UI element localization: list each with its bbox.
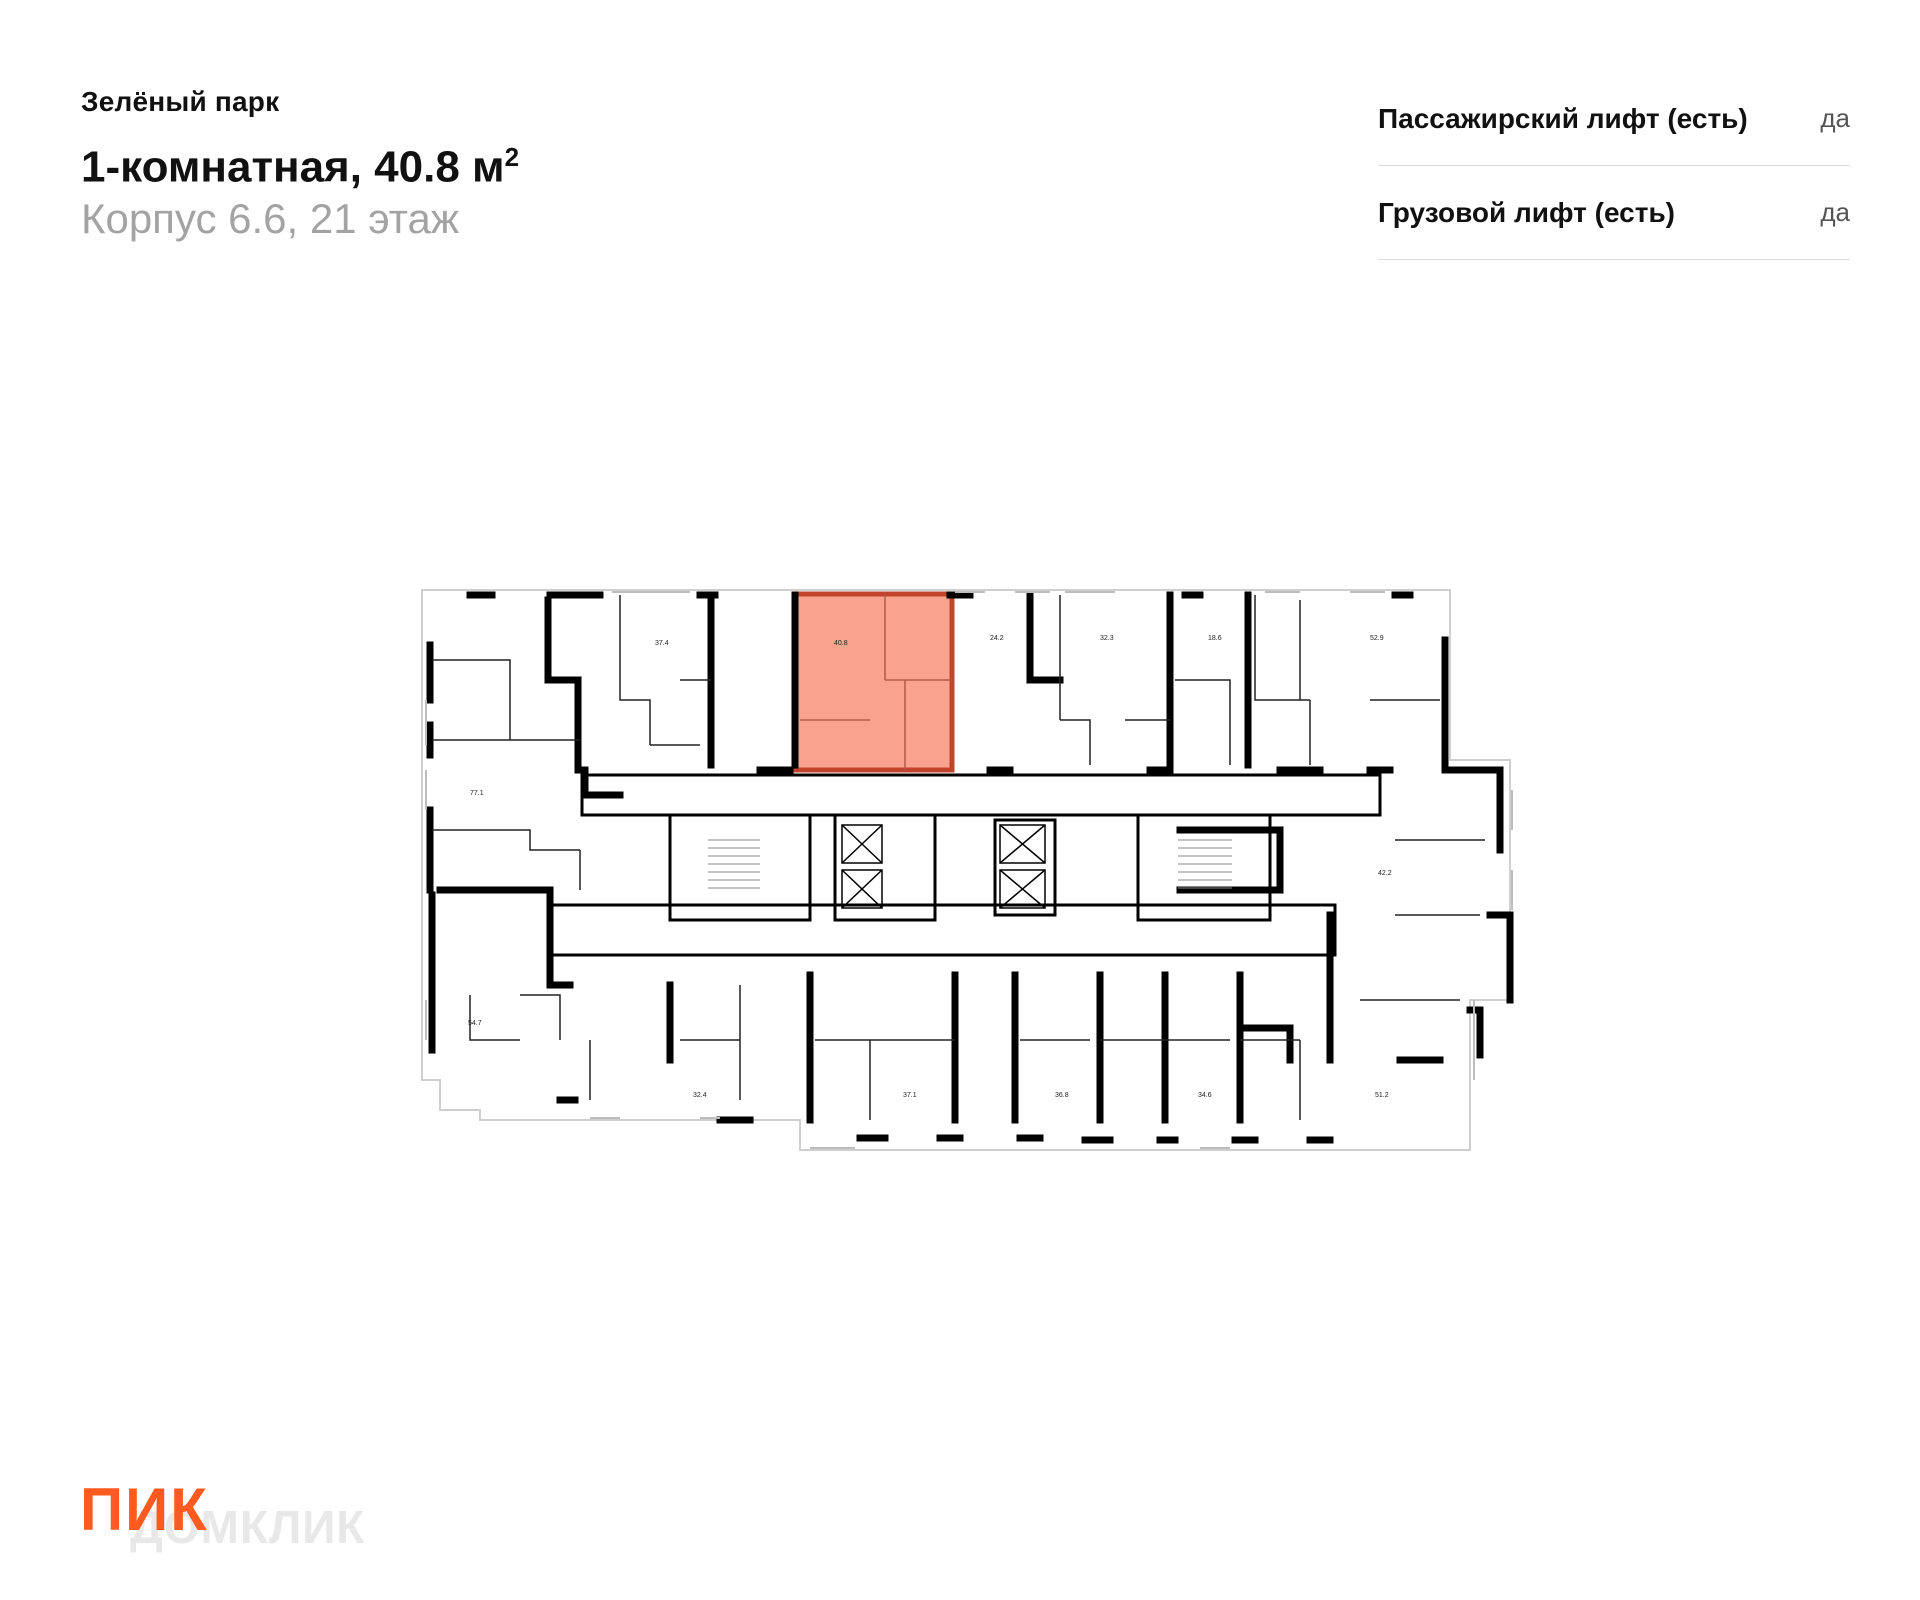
plan-core (548, 773, 1382, 957)
room-label: 42.2 (1378, 870, 1392, 877)
building-outline (421, 589, 1511, 1151)
room-label: 32.4 (693, 1092, 707, 1099)
room-label: 40.8 (834, 640, 848, 647)
area-unit-superscript: 2 (504, 142, 520, 172)
specs-list: Пассажирский лифт (есть) да Грузовой лиф… (1378, 72, 1850, 260)
project-name: Зелёный парк (81, 86, 280, 117)
pik-logo: ПИК (80, 1480, 209, 1540)
room-label: 52.9 (1370, 635, 1384, 642)
highlighted-apartment (796, 594, 952, 770)
plan-partitions (432, 595, 1485, 1120)
spec-value: да (1820, 197, 1850, 227)
flat-subtitle: Корпус 6.6, 21 этаж (81, 195, 459, 242)
room-label: 51.2 (1375, 1092, 1389, 1099)
domclick-watermark: ДОМКЛИК (130, 1501, 366, 1553)
room-label: 32.3 (1100, 635, 1114, 642)
room-label: 34.6 (1198, 1092, 1212, 1099)
plan-windows (425, 591, 1513, 1149)
plan-walls (426, 591, 1514, 1144)
room-label: 18.6 (1208, 635, 1222, 642)
spec-label: Грузовой лифт (есть) (1378, 196, 1675, 228)
pik-logo-text: ПИК (80, 1476, 209, 1543)
flat-title: 1-комнатная, 40.8 м2 (81, 142, 519, 193)
room-label: 37.1 (903, 1092, 917, 1099)
room-label: 36.8 (1055, 1092, 1069, 1099)
spec-freight-lift: Грузовой лифт (есть) да (1378, 166, 1850, 260)
room-label: 37.4 (655, 640, 669, 647)
spec-value: да (1820, 103, 1850, 133)
elevator-shafts (841, 824, 1046, 909)
staircases (708, 839, 1232, 889)
room-label: 24.2 (990, 635, 1004, 642)
room-label: 77.1 (470, 790, 484, 797)
spec-passenger-lift: Пассажирский лифт (есть) да (1378, 72, 1850, 166)
room-label: 54.7 (468, 1020, 482, 1027)
highlighted-apartment-partitions (800, 594, 952, 770)
flat-title-text: 1-комнатная, 40.8 м (81, 142, 505, 192)
spec-label: Пассажирский лифт (есть) (1378, 102, 1748, 134)
floor-plan: 40.8 37.4 24.2 32.3 18.6 52.9 77.1 42.2 … (421, 589, 1514, 1151)
